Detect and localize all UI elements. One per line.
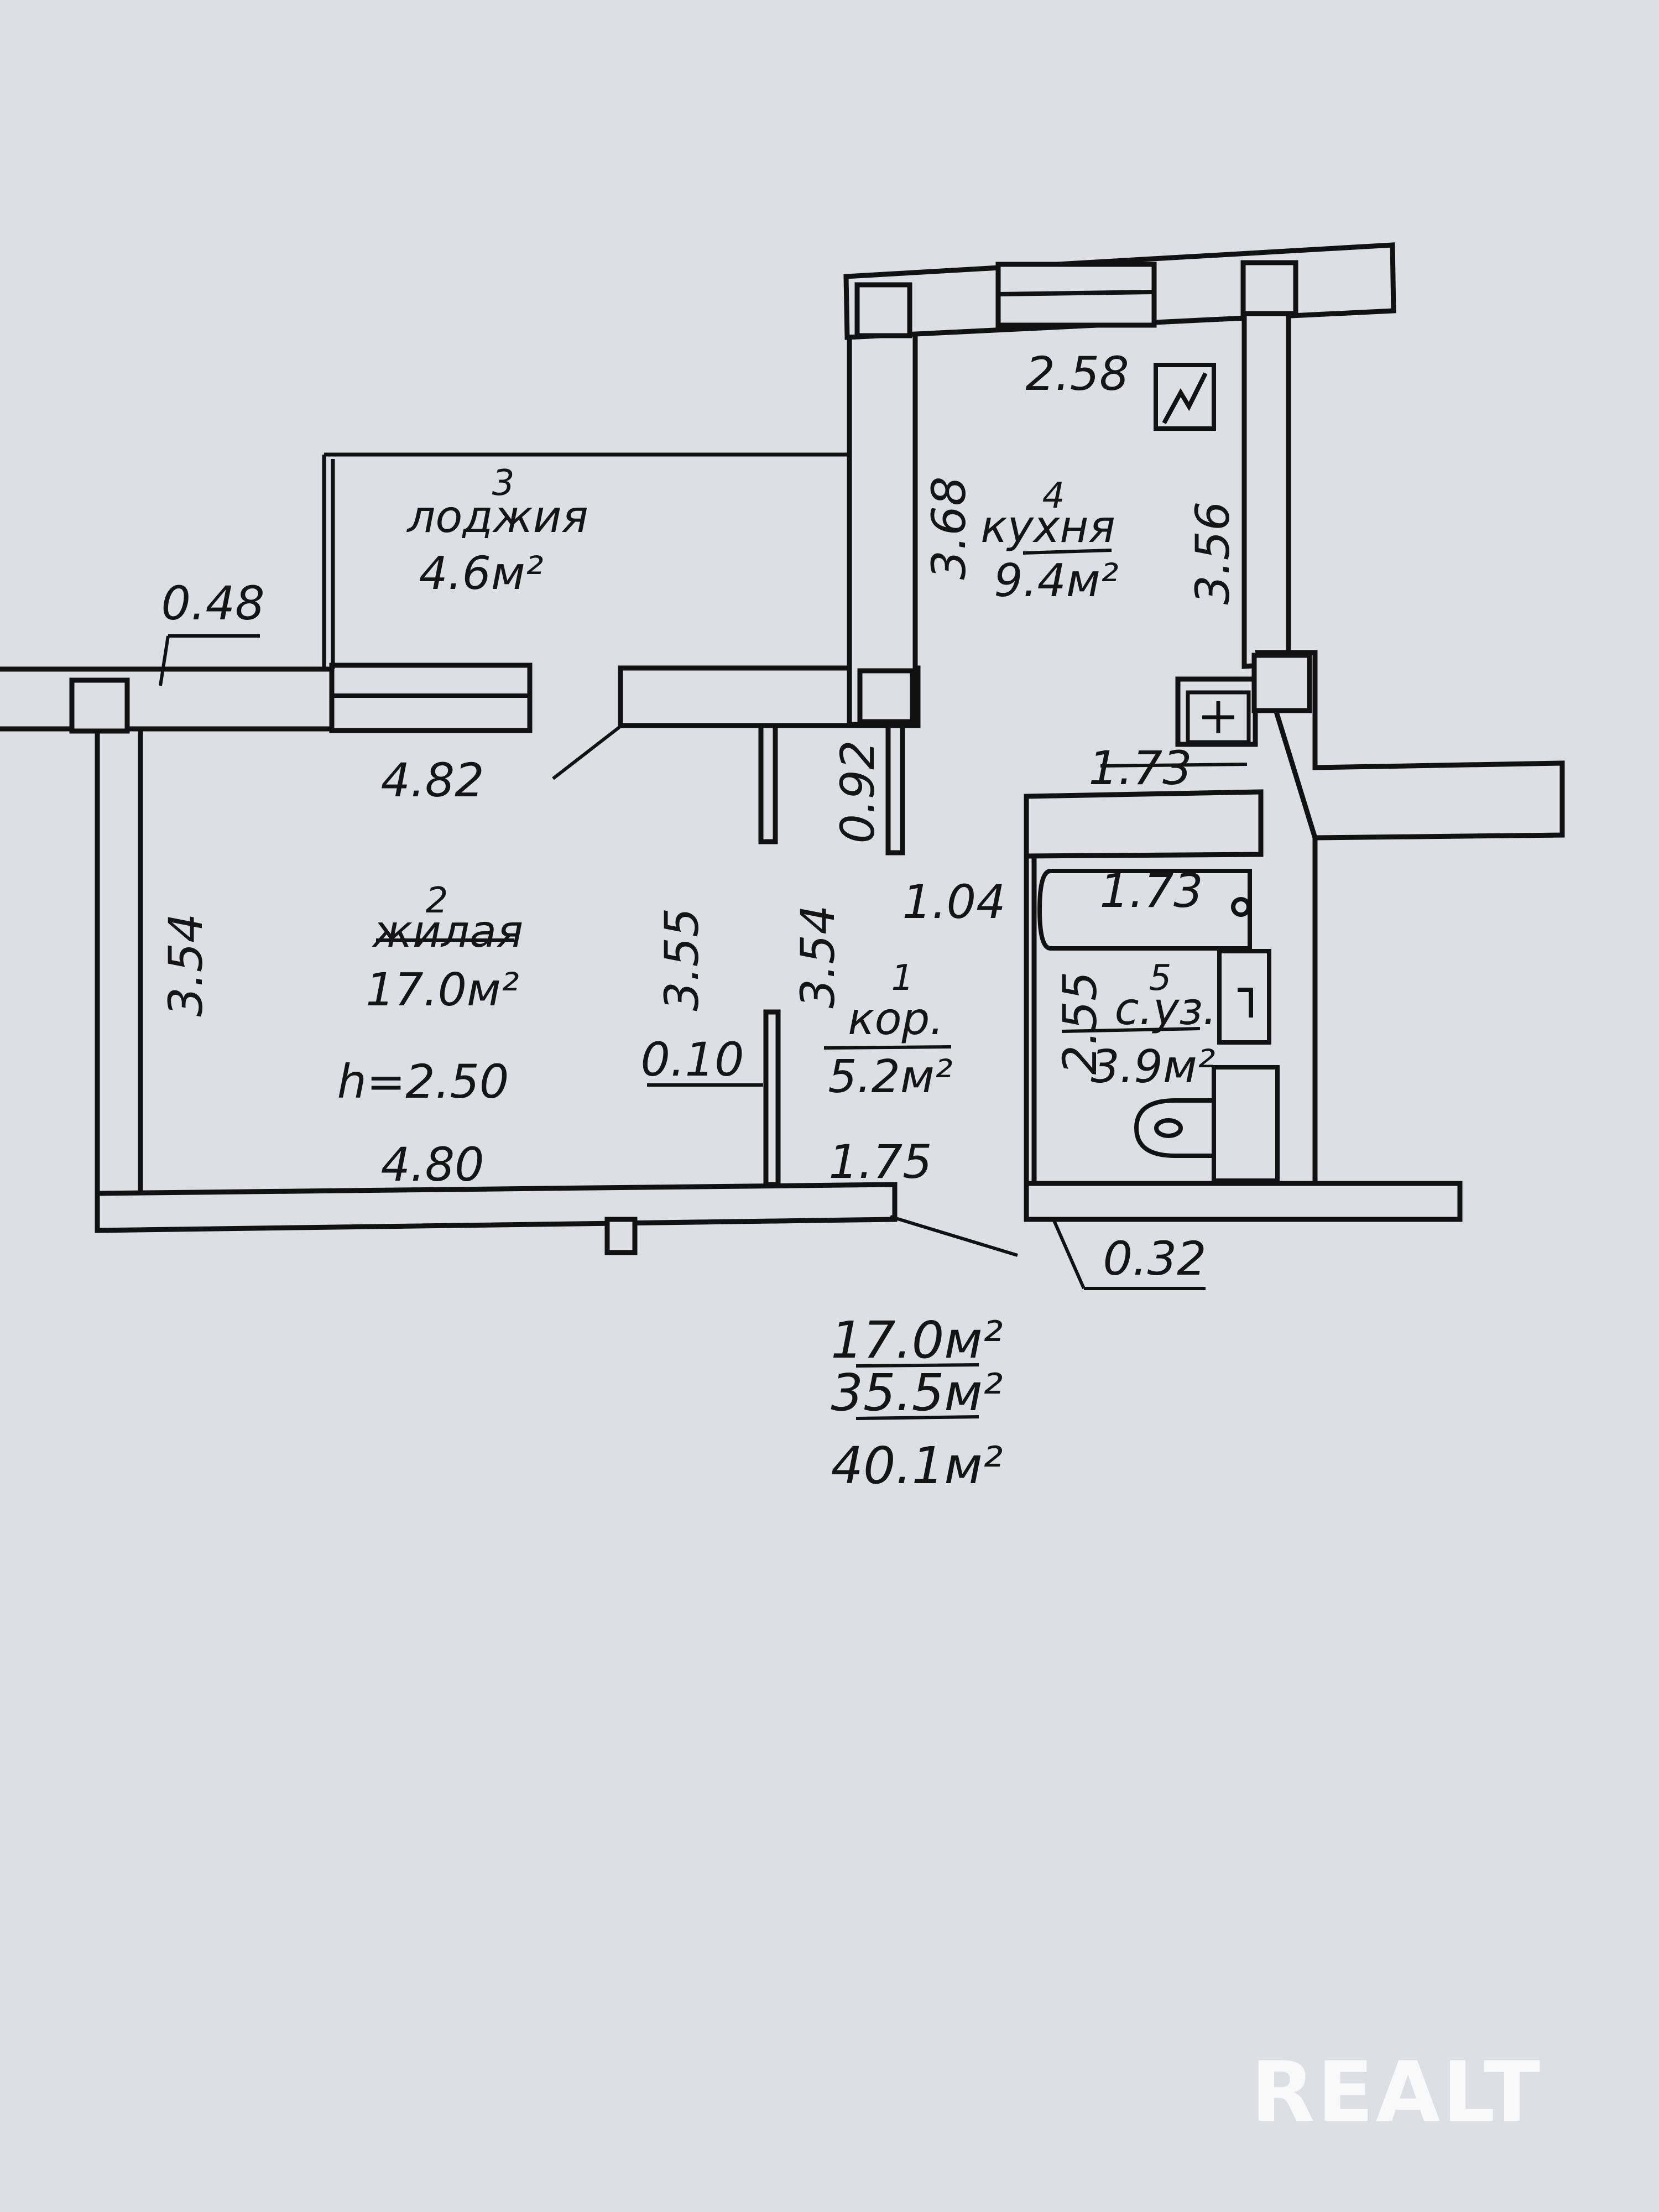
leader-lines	[159, 549, 1248, 1420]
wall-top-left	[0, 666, 335, 732]
ceiling-height: h=2.50	[337, 1055, 509, 1109]
kitchen-name: кухня	[980, 501, 1115, 552]
dim-outer-wall: 0.32	[1103, 1232, 1206, 1286]
wall-bath-left	[1024, 853, 1037, 1186]
dim-bath-left: 2.55	[1053, 971, 1107, 1074]
dim-partition: 0.10	[640, 1032, 744, 1087]
dim-corridor-door: 0.92	[831, 740, 885, 843]
wall-bath-top	[1024, 789, 1264, 859]
loggia-name: лоджия	[406, 491, 588, 542]
dim-living-bottom: 4.80	[380, 1138, 484, 1192]
wall-living-bottom	[95, 1182, 898, 1233]
wall-stub-1	[758, 723, 778, 844]
wall-living-left	[95, 726, 143, 1196]
wall-kitchen-left	[847, 274, 918, 727]
electric-panel-icon	[1154, 363, 1216, 431]
realt-watermark: REALT	[1251, 2044, 1543, 2141]
corridor-name: кор.	[848, 993, 943, 1045]
wall-right-outer	[1024, 650, 1565, 1222]
wall-partition	[763, 1009, 781, 1187]
dim-kitchen-top: 2.58	[1025, 347, 1129, 401]
dim-living-left: 3.54	[159, 913, 213, 1016]
total-gross-area: 40.1м²	[831, 1436, 1003, 1495]
toilet-icon	[1134, 1065, 1280, 1183]
dim-corridor-left: 3.54	[791, 905, 845, 1008]
living-number: 2	[426, 880, 448, 921]
dim-living-right: 3.55	[655, 907, 709, 1011]
living-area: 17.0м²	[366, 964, 519, 1016]
bathroom-name: с.уз.	[1115, 983, 1217, 1035]
bathroom-number: 5	[1149, 958, 1172, 999]
corridor-area: 5.2м²	[828, 1051, 952, 1103]
dim-door-width: 1.04	[902, 875, 1005, 929]
living-name: жилая	[372, 906, 523, 957]
kitchen-area: 9.4м²	[994, 555, 1118, 607]
dim-living-top: 4.82	[380, 753, 484, 807]
wall-stub-2	[885, 723, 905, 855]
bathroom-area: 3.9м²	[1091, 1041, 1215, 1093]
dim-duct-width: 1.73	[1088, 741, 1192, 795]
wall-kitchen-right	[1241, 305, 1291, 669]
dim-kitchen-right: 3.56	[1186, 501, 1240, 604]
total-area: 35.5м²	[831, 1363, 1003, 1422]
dim-corridor-bottom: 1.75	[828, 1135, 932, 1189]
vent-grille-icon	[1186, 690, 1251, 744]
sink-icon	[1217, 949, 1271, 1045]
walls	[0, 242, 1565, 1255]
dim-kitchen-left: 3.68	[922, 476, 976, 580]
corridor-number: 1	[891, 958, 914, 999]
kitchen-number: 4	[1042, 476, 1065, 517]
dim-bath-top: 1.73	[1099, 864, 1203, 918]
dim-loggia-wall: 0.48	[161, 576, 264, 630]
total-living-area: 17.0м²	[831, 1311, 1003, 1370]
wall-loggia-bottom	[618, 665, 921, 728]
loggia-number: 3	[492, 463, 515, 504]
bathtub-icon	[1037, 869, 1252, 951]
loggia-area: 4.6м²	[419, 547, 543, 600]
